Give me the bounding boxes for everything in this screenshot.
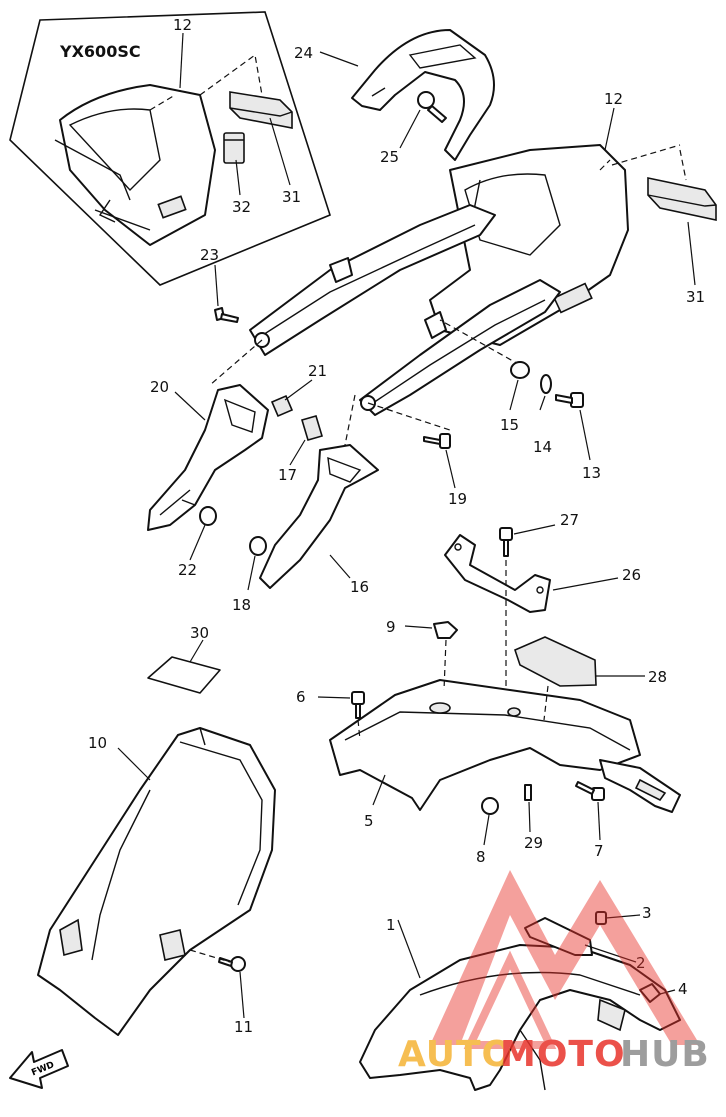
pad-31 (647, 177, 717, 221)
inset-model-label: YX600SC (59, 42, 141, 61)
inset-panel: YX600SC 12 31 32 (9, 11, 331, 286)
rear-flap-tail (599, 759, 681, 813)
label-4: 4 (678, 980, 688, 998)
inset-seat-cowl (54, 84, 216, 246)
fwd-arrow-icon: FWD (9, 1049, 69, 1089)
label-15: 15 (500, 416, 519, 434)
label-5: 5 (364, 812, 374, 830)
grommet-21 (270, 394, 294, 418)
label-30: 30 (190, 624, 209, 642)
left-side-rail (249, 204, 496, 356)
inner-fender-10 (37, 727, 276, 1036)
watermark-moto: MOTO (500, 1034, 626, 1075)
bracket-2 (524, 917, 593, 956)
screw-29 (524, 784, 532, 801)
bolt-13 (555, 392, 584, 408)
label-23: 23 (200, 246, 219, 264)
nut-8 (481, 797, 499, 815)
seat-cowl-12 (429, 144, 629, 346)
bolt-27 (499, 527, 513, 557)
label-25: 25 (380, 148, 399, 166)
bolt-7 (575, 781, 605, 801)
watermark-auto: AUTO (398, 1034, 513, 1075)
label-28: 28 (648, 668, 667, 686)
watermark-hub: HUB (620, 1034, 710, 1075)
label-8: 8 (476, 848, 486, 866)
inset-pad-31 (229, 91, 293, 129)
side-cover-16 (259, 444, 379, 589)
label-10: 10 (88, 734, 107, 752)
bolt-25 (417, 91, 447, 123)
label-17: 17 (278, 466, 297, 484)
inset-label-12: 12 (173, 16, 192, 34)
label-6: 6 (296, 688, 306, 706)
plate-30 (147, 656, 221, 694)
inset-label-31: 31 (282, 188, 301, 206)
label-26: 26 (622, 566, 641, 584)
side-cover-20 (147, 384, 269, 531)
nut-9 (433, 621, 458, 639)
damper-18 (249, 536, 267, 556)
washer-14 (540, 374, 552, 394)
label-27: 27 (560, 511, 579, 529)
label-7: 7 (594, 842, 604, 860)
bracket-26 (444, 534, 551, 613)
label-14: 14 (533, 438, 552, 456)
rear-fender-5 (329, 679, 641, 811)
label-16: 16 (350, 578, 369, 596)
watermark-logo: AUTO MOTO HUB (398, 870, 710, 1075)
grab-bar-24 (351, 29, 495, 161)
inset-pad-32 (223, 132, 245, 164)
label-19: 19 (448, 490, 467, 508)
label-11: 11 (234, 1018, 253, 1036)
label-13: 13 (582, 464, 601, 482)
grommet-17 (301, 415, 323, 441)
label-3: 3 (642, 904, 652, 922)
label-20: 20 (150, 378, 169, 396)
bolt-11 (218, 956, 246, 972)
damper-22 (199, 506, 217, 526)
label-12: 12 (604, 90, 623, 108)
label-2: 2 (636, 954, 646, 972)
label-22: 22 (178, 561, 197, 579)
label-24: 24 (294, 44, 313, 62)
label-9: 9 (386, 618, 396, 636)
bolt-23 (214, 307, 239, 323)
label-18: 18 (232, 596, 251, 614)
label-21: 21 (308, 362, 327, 380)
label-29: 29 (524, 834, 543, 852)
cover-28 (514, 636, 597, 687)
bolt-19 (423, 433, 451, 449)
label-1: 1 (386, 916, 396, 934)
label-31: 31 (686, 288, 705, 306)
collar-15 (510, 361, 530, 379)
inset-label-32: 32 (232, 198, 251, 216)
front-fender-1 (359, 944, 681, 1091)
bolt-6 (351, 691, 365, 719)
